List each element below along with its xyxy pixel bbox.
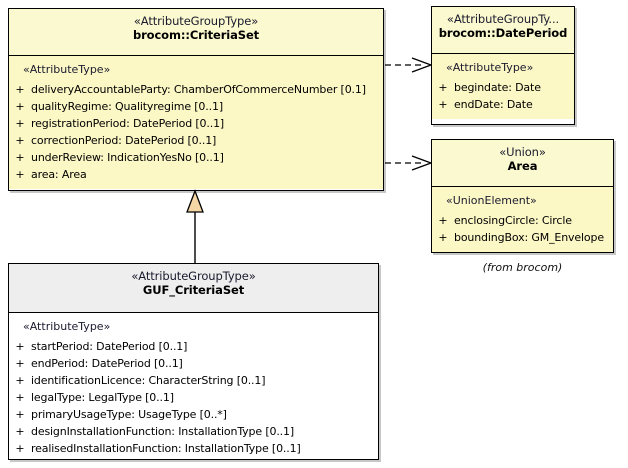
package-source-note: (from brocom) — [482, 261, 563, 274]
attribute-row[interactable]: + underReview: IndicationYesNo [0..1] — [9, 149, 383, 166]
class-header-guf-criteriaset: «AttributeGroupType» GUF_CriteriaSet — [9, 264, 378, 313]
visibility-marker: + — [438, 80, 448, 94]
attribute-signature: enclosingCircle: Circle — [454, 213, 572, 227]
attribute-signature: endPeriod: DatePeriod [0..1] — [31, 356, 183, 370]
visibility-marker: + — [15, 425, 25, 439]
attribute-signature: qualityRegime: Qualityregime [0..1] — [31, 99, 223, 113]
attribute-signature: realisedInstallationFunction: Installati… — [31, 442, 301, 456]
attribute-row[interactable]: + area: Area — [9, 166, 383, 183]
attribute-signature: correctionPeriod: DatePeriod [0..1] — [31, 134, 217, 148]
attribute-signature: begindate: Date — [454, 80, 541, 94]
visibility-marker: + — [15, 374, 25, 388]
visibility-marker: + — [15, 408, 25, 422]
attribute-signature: legalType: LegalType [0..1] — [31, 391, 174, 405]
class-box-guf-criteriaset[interactable]: «AttributeGroupType» GUF_CriteriaSet «At… — [8, 263, 379, 460]
class-box-criteriaset[interactable]: «AttributeGroupType» brocom::CriteriaSet… — [8, 8, 384, 191]
visibility-marker: + — [15, 442, 25, 456]
attribute-signature: endDate: Date — [454, 97, 533, 111]
visibility-marker: + — [15, 168, 25, 182]
attribute-row[interactable]: + startPeriod: DatePeriod [0..1] — [9, 338, 378, 355]
class-header-dateperiod: «AttributeGroupTy... brocom::DatePeriod — [432, 7, 574, 54]
class-stereotype: «AttributeGroupType» — [131, 269, 256, 283]
visibility-marker: + — [438, 213, 448, 227]
class-header-criteriaset: «AttributeGroupType» brocom::CriteriaSet — [9, 9, 383, 56]
attribute-signature: designInstallationFunction: Installation… — [31, 425, 295, 439]
class-name: Area — [507, 159, 538, 174]
attribute-signature: identificationLicence: CharacterString [… — [31, 374, 266, 388]
visibility-marker: + — [15, 117, 25, 131]
attribute-row[interactable]: + enclosingCircle: Circle — [432, 212, 613, 229]
class-name: GUF_CriteriaSet — [142, 283, 245, 298]
class-stereotype: «AttributeGroupTy... — [446, 12, 560, 26]
attribute-row[interactable]: + correctionPeriod: DatePeriod [0..1] — [9, 132, 383, 149]
attribute-signature: boundingBox: GM_Envelope — [454, 230, 604, 244]
attribute-signature: area: Area — [31, 168, 87, 182]
attribute-row[interactable]: + realisedInstallationFunction: Installa… — [9, 440, 378, 457]
class-stereotype: «AttributeGroupType» — [133, 14, 259, 28]
attribute-signature: deliveryAccountableParty: ChamberOfComme… — [31, 82, 366, 96]
class-header-area: «Union» Area — [432, 140, 613, 187]
class-box-area[interactable]: «Union» Area «UnionElement» + enclosingC… — [431, 139, 614, 253]
class-name: brocom::CriteriaSet — [132, 28, 260, 43]
class-stereotype: «Union» — [499, 145, 546, 159]
attribute-row[interactable]: + qualityRegime: Qualityregime [0..1] — [9, 98, 383, 115]
attribute-row[interactable]: + boundingBox: GM_Envelope — [432, 229, 613, 246]
compartment-stereotype: «UnionElement» — [446, 194, 537, 207]
compartment-stereotype: «AttributeType» — [446, 61, 534, 74]
visibility-marker: + — [15, 82, 25, 96]
visibility-marker: + — [438, 97, 448, 111]
visibility-marker: + — [15, 391, 25, 405]
visibility-marker: + — [15, 339, 25, 353]
attribute-signature: registrationPeriod: DatePeriod [0..1] — [31, 117, 225, 131]
class-name: brocom::DatePeriod — [438, 26, 568, 41]
visibility-marker: + — [15, 356, 25, 370]
visibility-marker: + — [15, 134, 25, 148]
attribute-compartment-area: «UnionElement» + enclosingCircle: Circle… — [432, 187, 613, 252]
attribute-row[interactable]: + designInstallationFunction: Installati… — [9, 423, 378, 440]
generalization-guf-to-criteriaset — [186, 189, 204, 263]
attribute-signature: primaryUsageType: UsageType [0..*] — [31, 408, 227, 422]
compartment-stereotype: «AttributeType» — [23, 320, 111, 333]
attribute-signature: underReview: IndicationYesNo [0..1] — [31, 151, 224, 165]
attribute-row[interactable]: + endDate: Date — [432, 96, 574, 113]
attribute-compartment-dateperiod: «AttributeType» + begindate: Date + endD… — [432, 54, 574, 120]
attribute-row[interactable]: + begindate: Date — [432, 79, 574, 96]
attribute-row[interactable]: + endPeriod: DatePeriod [0..1] — [9, 355, 378, 372]
dependency-criteriaset-to-dateperiod — [385, 57, 433, 73]
attribute-row[interactable]: + deliveryAccountableParty: ChamberOfCom… — [9, 81, 383, 98]
compartment-stereotype: «AttributeType» — [23, 63, 111, 76]
dependency-criteriaset-to-area — [385, 155, 433, 171]
visibility-marker: + — [15, 151, 25, 165]
attribute-row[interactable]: + identificationLicence: CharacterString… — [9, 372, 378, 389]
visibility-marker: + — [15, 99, 25, 113]
attribute-row[interactable]: + legalType: LegalType [0..1] — [9, 389, 378, 406]
attribute-signature: startPeriod: DatePeriod [0..1] — [31, 339, 188, 353]
visibility-marker: + — [438, 230, 448, 244]
attribute-compartment-criteriaset: «AttributeType» + deliveryAccountablePar… — [9, 56, 383, 190]
attribute-row[interactable]: + primaryUsageType: UsageType [0..*] — [9, 406, 378, 423]
attribute-row[interactable]: + registrationPeriod: DatePeriod [0..1] — [9, 115, 383, 132]
class-box-dateperiod[interactable]: «AttributeGroupTy... brocom::DatePeriod … — [431, 6, 575, 125]
attribute-compartment-guf-criteriaset: «AttributeType» + startPeriod: DatePerio… — [9, 313, 378, 459]
